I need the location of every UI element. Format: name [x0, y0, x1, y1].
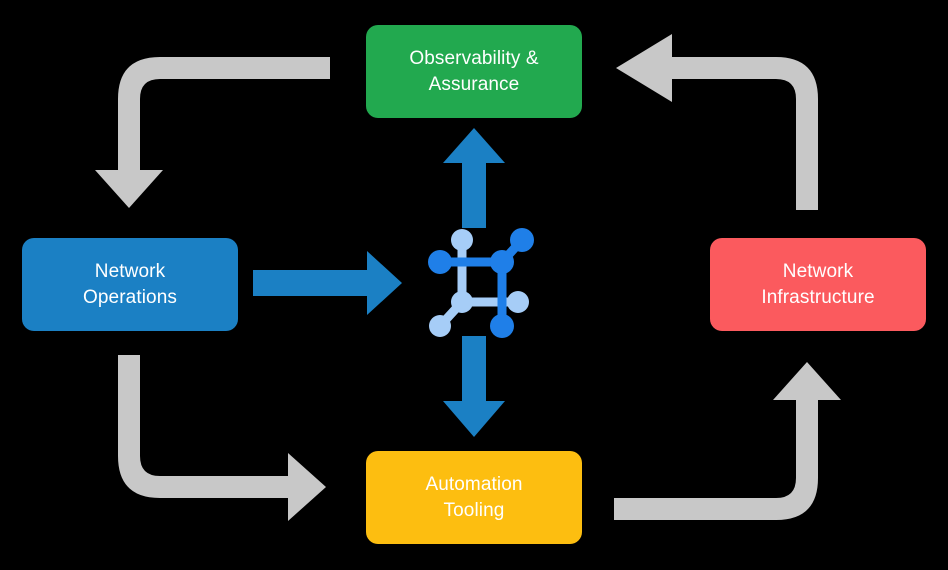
node-automation-label: Automation Tooling — [425, 473, 523, 521]
network-icon-nodes-light — [429, 229, 529, 337]
node-observability-assurance[interactable]: Observability & Assurance — [366, 25, 582, 118]
arrow-operations-to-automation — [118, 355, 326, 521]
arrow-automation-to-infrastructure — [614, 362, 841, 520]
node-network-operations[interactable]: Network Operations — [22, 238, 238, 331]
node-operations-label: Network Operations — [83, 260, 177, 308]
arrow-operations-to-icon — [253, 251, 402, 315]
arrow-infrastructure-to-observability — [616, 34, 818, 210]
node-automation-tooling[interactable]: Automation Tooling — [366, 451, 582, 544]
node-infrastructure-label: Network Infrastructure — [761, 260, 875, 308]
arrow-icon-to-automation — [443, 336, 505, 437]
node-network-infrastructure[interactable]: Network Infrastructure — [710, 238, 926, 331]
arrow-icon-to-observability — [443, 128, 505, 228]
network-topology-icon — [418, 218, 538, 338]
arrow-observability-to-operations — [95, 57, 330, 208]
node-observability-label: Observability & Assurance — [409, 47, 539, 95]
network-icon-nodes-dark — [428, 228, 534, 338]
